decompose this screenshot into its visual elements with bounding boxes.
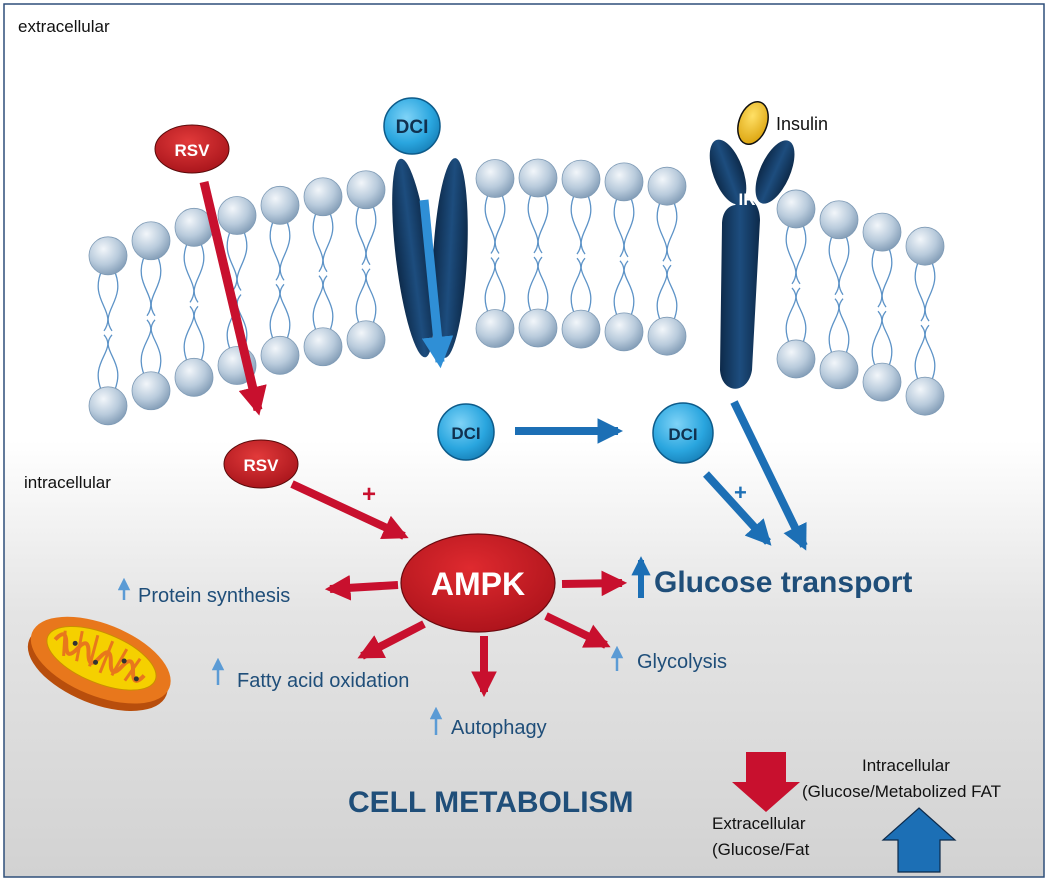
intracellular-summary-line1: Intracellular <box>862 756 950 775</box>
ampk-label: AMPK <box>431 566 525 602</box>
extracellular-label: extracellular <box>18 17 110 36</box>
lipid-tail <box>97 269 119 393</box>
lipid-head-inner <box>260 335 300 375</box>
dci-inside-right-label: DCI <box>668 425 697 444</box>
lipid-tail <box>312 210 334 333</box>
protein-synthesis-label: Protein synthesis <box>138 585 290 607</box>
lipid-tail <box>871 245 893 369</box>
lipid-head-outer <box>905 226 945 266</box>
ampk-to-fatty-acid-arrow <box>357 620 426 660</box>
insulin-receptor: IR <box>709 139 795 389</box>
glucose-transport-label: Glucose transport <box>654 566 912 599</box>
dci-molecule-inside-right: DCI <box>652 402 714 464</box>
lipid-tail <box>570 192 592 316</box>
lipid-head-inner <box>518 308 558 348</box>
channel-subunit-left <box>392 158 434 358</box>
extracellular-summary-line1: Extracellular <box>712 814 806 833</box>
fatty-acid-oxidation-label: Fatty acid oxidation <box>237 670 409 692</box>
channel-subunit-right <box>432 158 468 358</box>
intracellular-label: intracellular <box>24 473 111 492</box>
insulin-label: Insulin <box>776 114 828 134</box>
cell-metabolism-title: CELL METABOLISM <box>348 786 634 819</box>
mitochondrion-icon <box>27 616 171 711</box>
lipid-tail <box>613 195 635 319</box>
insulin-molecule <box>737 101 769 145</box>
lipid-head-outer <box>561 159 601 199</box>
lipid-head-outer <box>475 159 515 198</box>
lipid-head-inner <box>131 371 171 411</box>
receptor-to-glucose-arrow <box>730 400 808 551</box>
lipid-tail <box>828 233 850 356</box>
lipid-head-inner <box>905 376 945 416</box>
rsv-outside-label: RSV <box>175 141 211 160</box>
dci-top-label: DCI <box>396 117 429 138</box>
lipid-head-inner <box>776 339 816 379</box>
dci-to-glucose-arrow <box>703 471 772 546</box>
lipid-head-inner <box>561 309 601 349</box>
lipid-head-inner <box>174 357 214 397</box>
lipid-head-inner <box>819 350 859 390</box>
receptor-label: IR <box>739 190 756 209</box>
autophagy-label: Autophagy <box>451 717 547 739</box>
lipid-tail <box>785 222 807 346</box>
lipid-tail <box>527 191 549 315</box>
lipid-head-outer <box>131 221 171 261</box>
lipid-head-outer <box>346 170 386 210</box>
lipid-tail <box>656 199 678 323</box>
lipid-head-inner <box>346 320 386 360</box>
rsv-entry-arrow <box>199 180 267 416</box>
lipid-head-outer <box>604 162 644 202</box>
ampk-to-protein-arrow <box>324 575 399 601</box>
dci-activation-sign: + <box>734 480 747 505</box>
lipid-tail <box>355 203 377 327</box>
lipid-tail <box>269 219 291 342</box>
rsv-molecule-inside: RSV <box>223 439 299 489</box>
dci-molecule-inside-left: DCI <box>437 403 495 461</box>
rsv-inside-label: RSV <box>244 456 280 475</box>
lipid-head-outer <box>260 185 300 225</box>
lipid-head-inner <box>303 327 343 367</box>
lipid-head-outer <box>819 200 859 240</box>
lipid-head-outer <box>776 189 816 229</box>
ampk-to-glucose-arrow <box>561 570 628 597</box>
dci-entry-arrow <box>419 199 454 369</box>
rsv-activation-sign: + <box>362 481 376 508</box>
lipid-head-outer <box>518 158 558 198</box>
lipid-head-outer <box>303 177 343 217</box>
lipid-head-outer <box>217 196 257 235</box>
lipid-tail <box>226 229 248 352</box>
lipid-tail <box>183 241 205 364</box>
lipid-head-outer <box>88 236 128 276</box>
dci-molecule-top: DCI <box>383 97 441 155</box>
dci-channel-protein <box>392 158 468 358</box>
lipid-head-inner <box>647 316 687 356</box>
glycolysis-label: Glycolysis <box>637 651 727 673</box>
lipid-tail <box>140 254 162 378</box>
lipid-head-inner <box>475 309 515 348</box>
lipid-tail <box>484 192 506 315</box>
dci-inside-left-label: DCI <box>451 424 480 443</box>
extracellular-summary-line2: (Glucose/Fat <box>712 840 810 859</box>
lipid-head-inner <box>604 312 644 352</box>
ampk-to-glycolysis-arrow <box>544 612 611 649</box>
background-frame <box>3 3 1045 878</box>
lipid-head-inner <box>88 386 128 426</box>
intracellular-summary-line2: (Glucose/Metabolized FAT <box>802 782 1001 801</box>
lipid-head-outer <box>862 212 902 252</box>
ampk-enzyme: AMPK <box>400 533 556 633</box>
lipid-head-outer <box>647 166 687 206</box>
lipid-tail <box>914 259 936 383</box>
lipid-head-inner <box>862 362 902 402</box>
rsv-molecule-outside: RSV <box>154 124 230 174</box>
extracellular-down-arrow-icon <box>732 752 800 812</box>
lipid-bilayer-membrane <box>88 158 945 426</box>
rsv-to-ampk-arrow <box>290 480 409 540</box>
intracellular-up-arrow-icon <box>881 807 957 873</box>
